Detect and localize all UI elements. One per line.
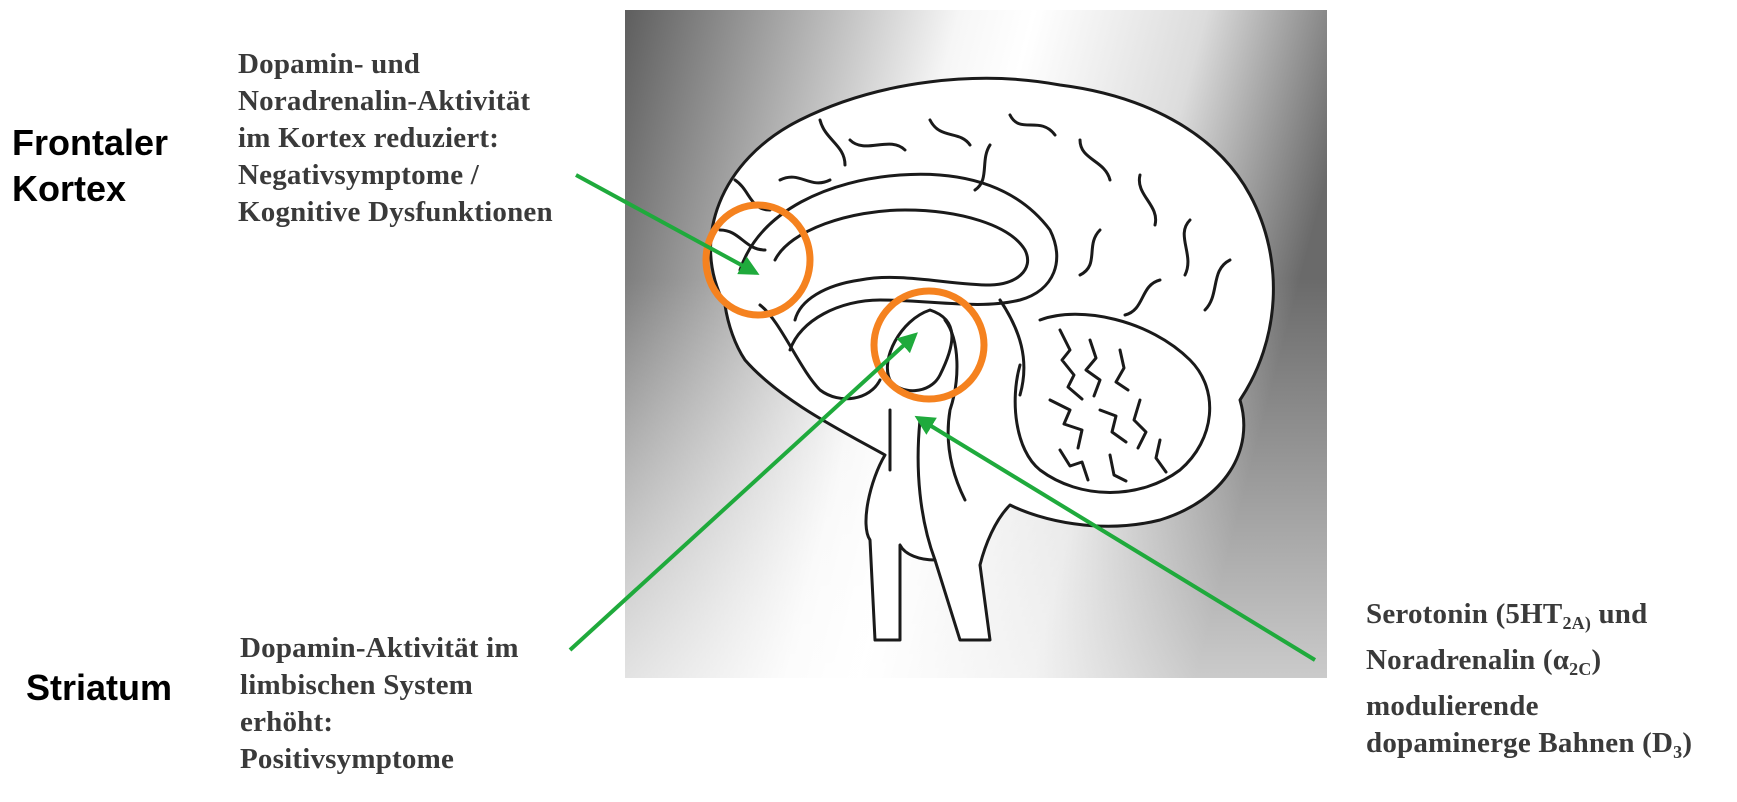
striatum-label: Striatum bbox=[26, 665, 172, 711]
striatum-annotation: Dopamin-Aktivität im limbischen System e… bbox=[240, 630, 519, 778]
frontal-annotation-line: Negativsymptome / bbox=[238, 157, 553, 194]
text-segment: und bbox=[1591, 598, 1647, 630]
frontal-annotation-line: Kognitive Dysfunktionen bbox=[238, 194, 553, 231]
serotonin-annotation-line3: modulierende bbox=[1366, 688, 1692, 725]
text-segment: Serotonin (5HT bbox=[1366, 598, 1562, 630]
striatum-annotation-line: limbischen System bbox=[240, 667, 519, 704]
serotonin-annotation: Serotonin (5HT2A) und Noradrenalin (α2C)… bbox=[1366, 596, 1692, 771]
subscript: 3 bbox=[1673, 742, 1682, 762]
frontal-cortex-label: Frontaler Kortex bbox=[12, 120, 168, 212]
frontal-cortex-label-line1: Frontaler bbox=[12, 120, 168, 166]
frontal-annotation-line: Noradrenalin-Aktivität bbox=[238, 83, 553, 120]
subscript: 2A) bbox=[1562, 613, 1591, 633]
serotonin-annotation-line4: dopaminerge Bahnen (D3) bbox=[1366, 725, 1692, 771]
subscript: 2C bbox=[1569, 659, 1591, 679]
text-segment: dopaminerge Bahnen (D bbox=[1366, 727, 1673, 759]
frontal-cortex-label-line2: Kortex bbox=[12, 166, 168, 212]
text-segment: Noradrenalin (α bbox=[1366, 644, 1569, 676]
text-segment: ) bbox=[1592, 644, 1602, 676]
frontal-annotation: Dopamin- und Noradrenalin-Aktivität im K… bbox=[238, 46, 553, 231]
striatum-annotation-line: erhöht: bbox=[240, 704, 519, 741]
text-segment: ) bbox=[1682, 727, 1692, 759]
striatum-annotation-line: Positivsymptome bbox=[240, 741, 519, 778]
serotonin-annotation-line1: Serotonin (5HT2A) und bbox=[1366, 596, 1692, 642]
frontal-annotation-line: im Kortex reduziert: bbox=[238, 120, 553, 157]
serotonin-annotation-line2: Noradrenalin (α2C) bbox=[1366, 642, 1692, 688]
frontal-annotation-line: Dopamin- und bbox=[238, 46, 553, 83]
striatum-annotation-line: Dopamin-Aktivität im bbox=[240, 630, 519, 667]
